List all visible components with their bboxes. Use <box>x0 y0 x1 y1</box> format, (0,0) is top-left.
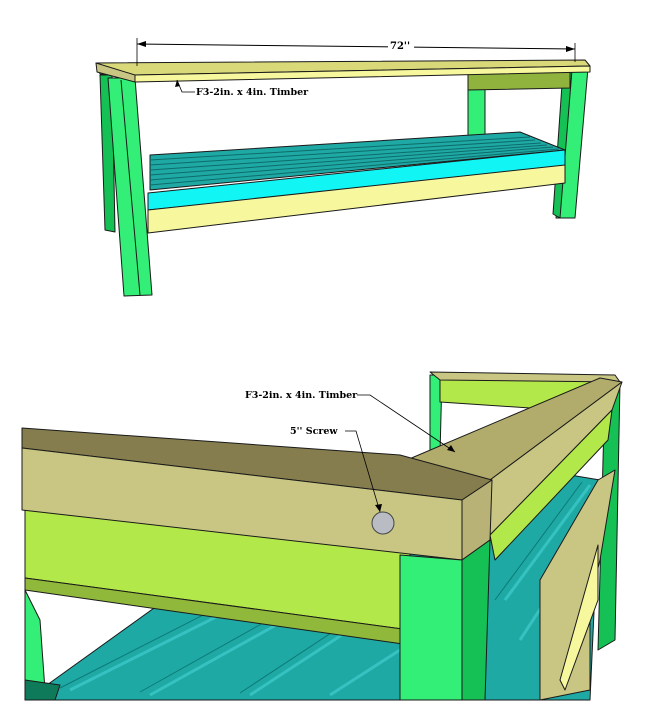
detail-lower-left-leg <box>24 589 46 701</box>
top-rail-end <box>95 62 136 83</box>
detail-lower-left-block <box>24 679 61 701</box>
detail-side-rail-under <box>489 409 613 561</box>
detail-shelf-slat-lines <box>69 484 600 697</box>
dimension-line <box>136 43 576 50</box>
detail-right-apron <box>539 469 616 701</box>
detail-back-rail <box>439 377 606 411</box>
detail-side-rail-top <box>394 377 623 481</box>
front-left-leg-edge <box>120 79 141 296</box>
detail-front-apron <box>24 479 411 631</box>
shelf-slat-lines <box>149 136 560 186</box>
detail-right-apron-light <box>559 544 599 691</box>
detail-shelf <box>39 469 601 701</box>
detail-timber-label: F3-2in. x 4in. Timber <box>245 390 358 401</box>
dimension-label-bg <box>388 40 414 50</box>
front-lower-rail <box>147 164 566 234</box>
detail-shelf-slat-gaps <box>59 481 583 694</box>
detail-front-apron-under <box>24 577 411 646</box>
timber-callout-label-top: F3-2in. x 4in. Timber <box>196 87 309 98</box>
timber-callout-arrow <box>175 80 180 87</box>
detail-timber-leader <box>357 394 456 453</box>
detail-front-leg-face <box>399 554 463 701</box>
dimension-arrow-right <box>566 46 575 52</box>
detail-front-rail-end <box>461 479 493 561</box>
detail-front-leg-side <box>461 539 491 701</box>
screw-label: 5'' Screw <box>290 426 338 437</box>
screw-arrow <box>375 504 382 512</box>
detail-back-left-leg <box>429 374 443 463</box>
detail-side-rail-face <box>489 381 623 536</box>
screw-leader <box>345 430 381 513</box>
top-view: 72'' F3-2in. x 4in. Timber <box>95 38 591 297</box>
dimension-label: 72'' <box>390 41 410 52</box>
detail-front-rail-top <box>21 427 493 501</box>
detail-timber-arrow <box>447 445 455 452</box>
detail-front-rail-face <box>21 447 463 561</box>
dimension-arrow-left <box>137 41 146 47</box>
detail-back-right-leg <box>597 381 621 651</box>
screw-icon <box>371 511 395 535</box>
detail-back-top <box>429 371 621 383</box>
